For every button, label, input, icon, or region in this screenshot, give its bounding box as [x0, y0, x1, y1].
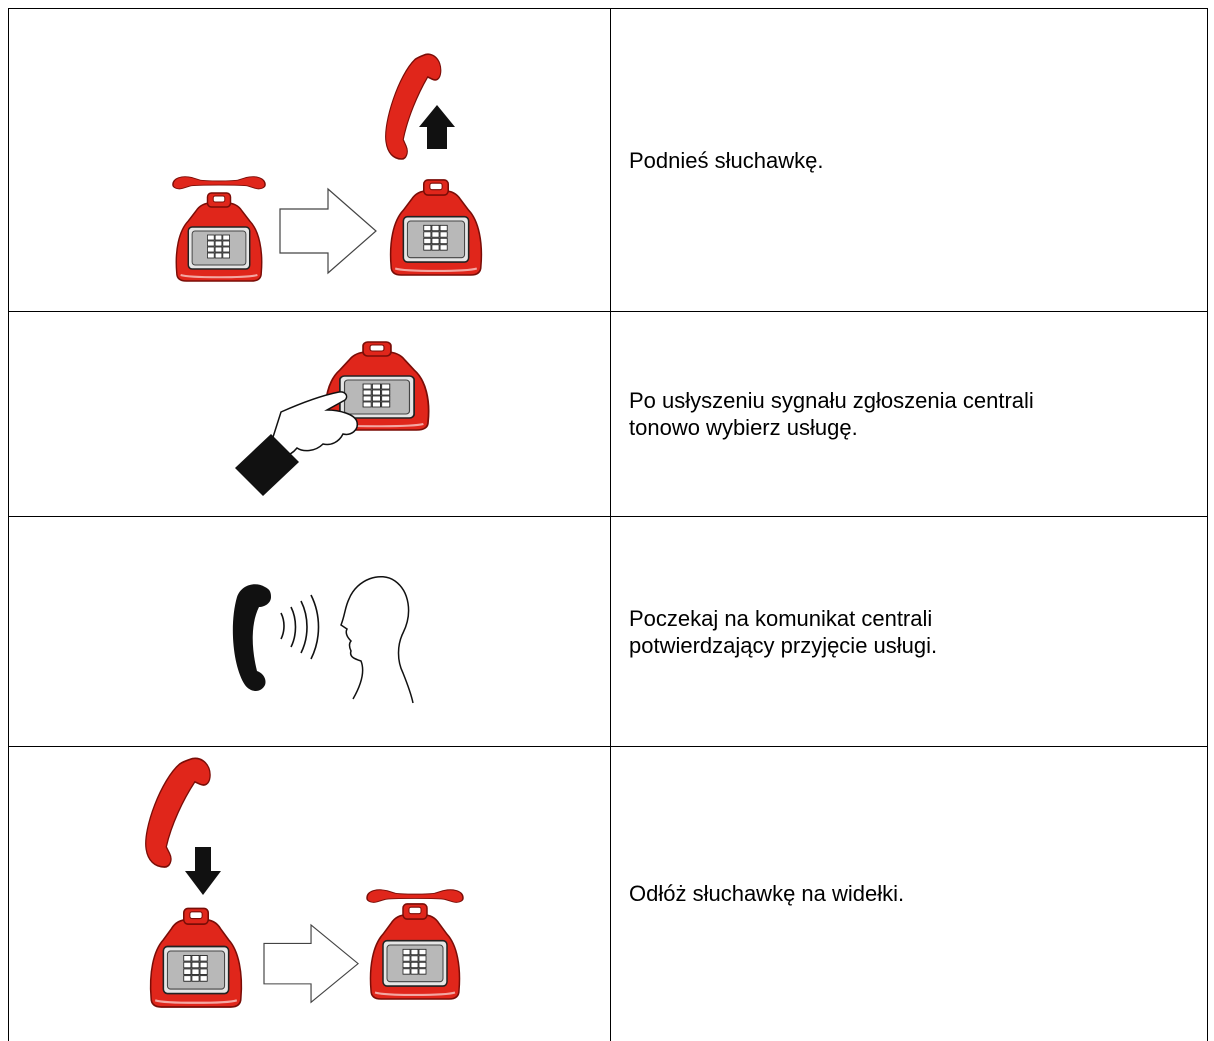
- dial-keypad-illustration: [8, 311, 611, 517]
- hang-up-illustration: [8, 746, 611, 1041]
- step-2-text: Po usłyszeniu sygnału zgłoszenia central…: [610, 311, 1208, 517]
- step-row-4: Odłóż słuchawkę na widełki.: [8, 746, 1208, 1041]
- listen-message-icon: [232, 576, 414, 704]
- step-row-1: Podnieś słuchawkę.: [8, 8, 1208, 312]
- lift-handset-icon: [172, 53, 483, 282]
- step-1-text: Podnieś słuchawkę.: [610, 8, 1208, 312]
- step-3-text: Poczekaj na komunikat centrali potwierdz…: [610, 516, 1208, 747]
- step-4-text: Odłóż słuchawkę na widełki.: [610, 746, 1208, 1041]
- step-row-2: Po usłyszeniu sygnału zgłoszenia central…: [8, 311, 1208, 517]
- instruction-table: Podnieś słuchawkę. Po usłyszeniu sygnału…: [8, 8, 1208, 1041]
- listen-message-illustration: [8, 516, 611, 747]
- step-row-3: Poczekaj na komunikat centrali potwierdz…: [8, 516, 1208, 747]
- dial-keypad-icon: [235, 340, 430, 496]
- hang-up-icon: [144, 757, 464, 1009]
- lift-handset-illustration: [8, 8, 611, 312]
